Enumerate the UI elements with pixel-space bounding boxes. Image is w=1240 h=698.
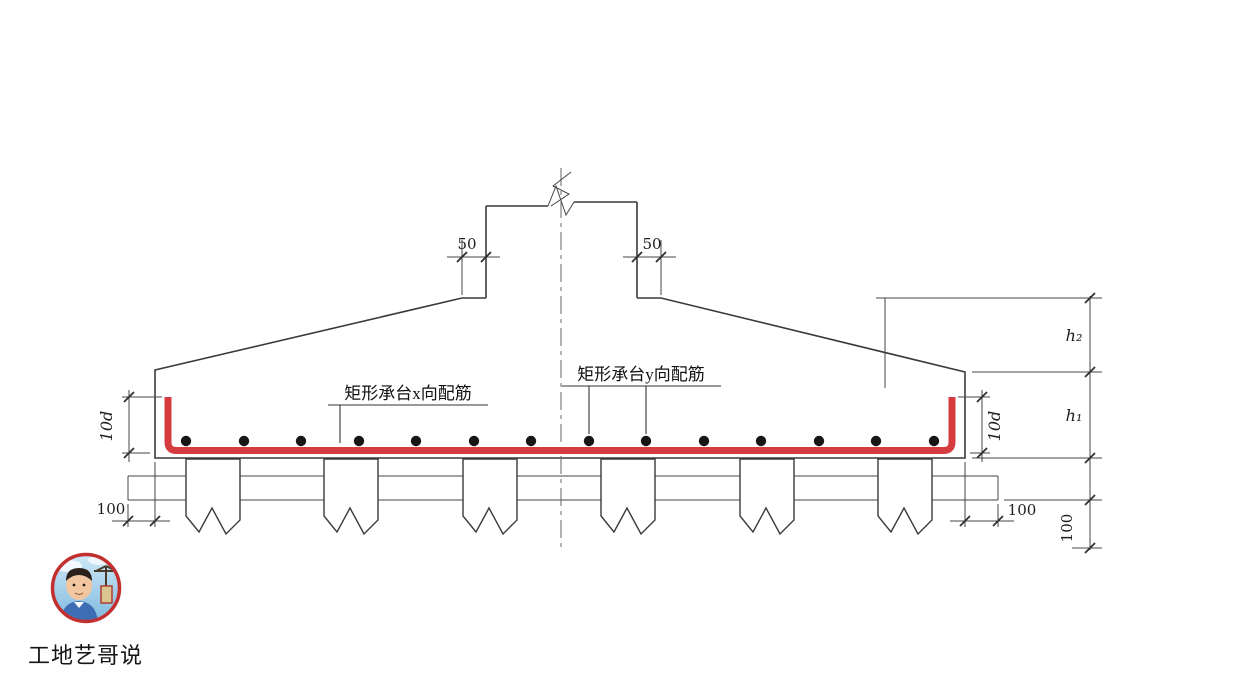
dim-50-right-label: 50 — [642, 235, 661, 253]
dim-10d-right: 10d — [958, 390, 1004, 462]
dim-50-left: 50 — [447, 235, 500, 295]
dim-100-chain-label: 100 — [1058, 514, 1076, 543]
piles-group — [185, 458, 933, 536]
pile — [323, 458, 379, 536]
dim-50-left-label: 50 — [457, 235, 476, 253]
y-rebar-label: 矩形承台y向配筋 — [577, 365, 705, 384]
dim-10d-right-label: 10d — [985, 411, 1004, 442]
brand-caption: 工地艺哥说 — [28, 643, 144, 668]
avatar-ring — [50, 552, 122, 624]
dim-100-left-label: 100 — [97, 500, 126, 518]
dim-100-left: 100 — [97, 462, 170, 527]
pile — [739, 458, 795, 536]
sign-icon — [100, 585, 113, 604]
y-rebar-callout: 矩形承台y向配筋 — [562, 365, 721, 434]
dim-100-right: 100 — [950, 462, 1036, 527]
pile — [185, 458, 241, 536]
dim-10d-left-label: 10d — [97, 411, 116, 442]
dim-100-right-label: 100 — [1008, 501, 1037, 519]
dim-10d-left: 10d — [97, 390, 162, 462]
x-rebar-label: 矩形承台x向配筋 — [344, 384, 472, 403]
avatar-logo — [50, 552, 122, 624]
pile — [462, 458, 518, 536]
pile — [600, 458, 656, 536]
dim-50-right: 50 — [623, 235, 676, 295]
axis-break-symbol — [550, 171, 572, 207]
x-rebar-callout: 矩形承台x向配筋 — [328, 384, 488, 443]
bottom-rebar — [164, 397, 956, 454]
dim-chain-right: h₂ h₁ 100 — [876, 292, 1102, 554]
rebar-dots — [180, 435, 940, 447]
cushion-layer — [127, 475, 999, 501]
dim-h2-label: h₂ — [1066, 326, 1083, 345]
pile-cap-outline — [154, 297, 966, 459]
dim-h1-label: h₁ — [1066, 406, 1083, 425]
pile — [877, 458, 933, 536]
